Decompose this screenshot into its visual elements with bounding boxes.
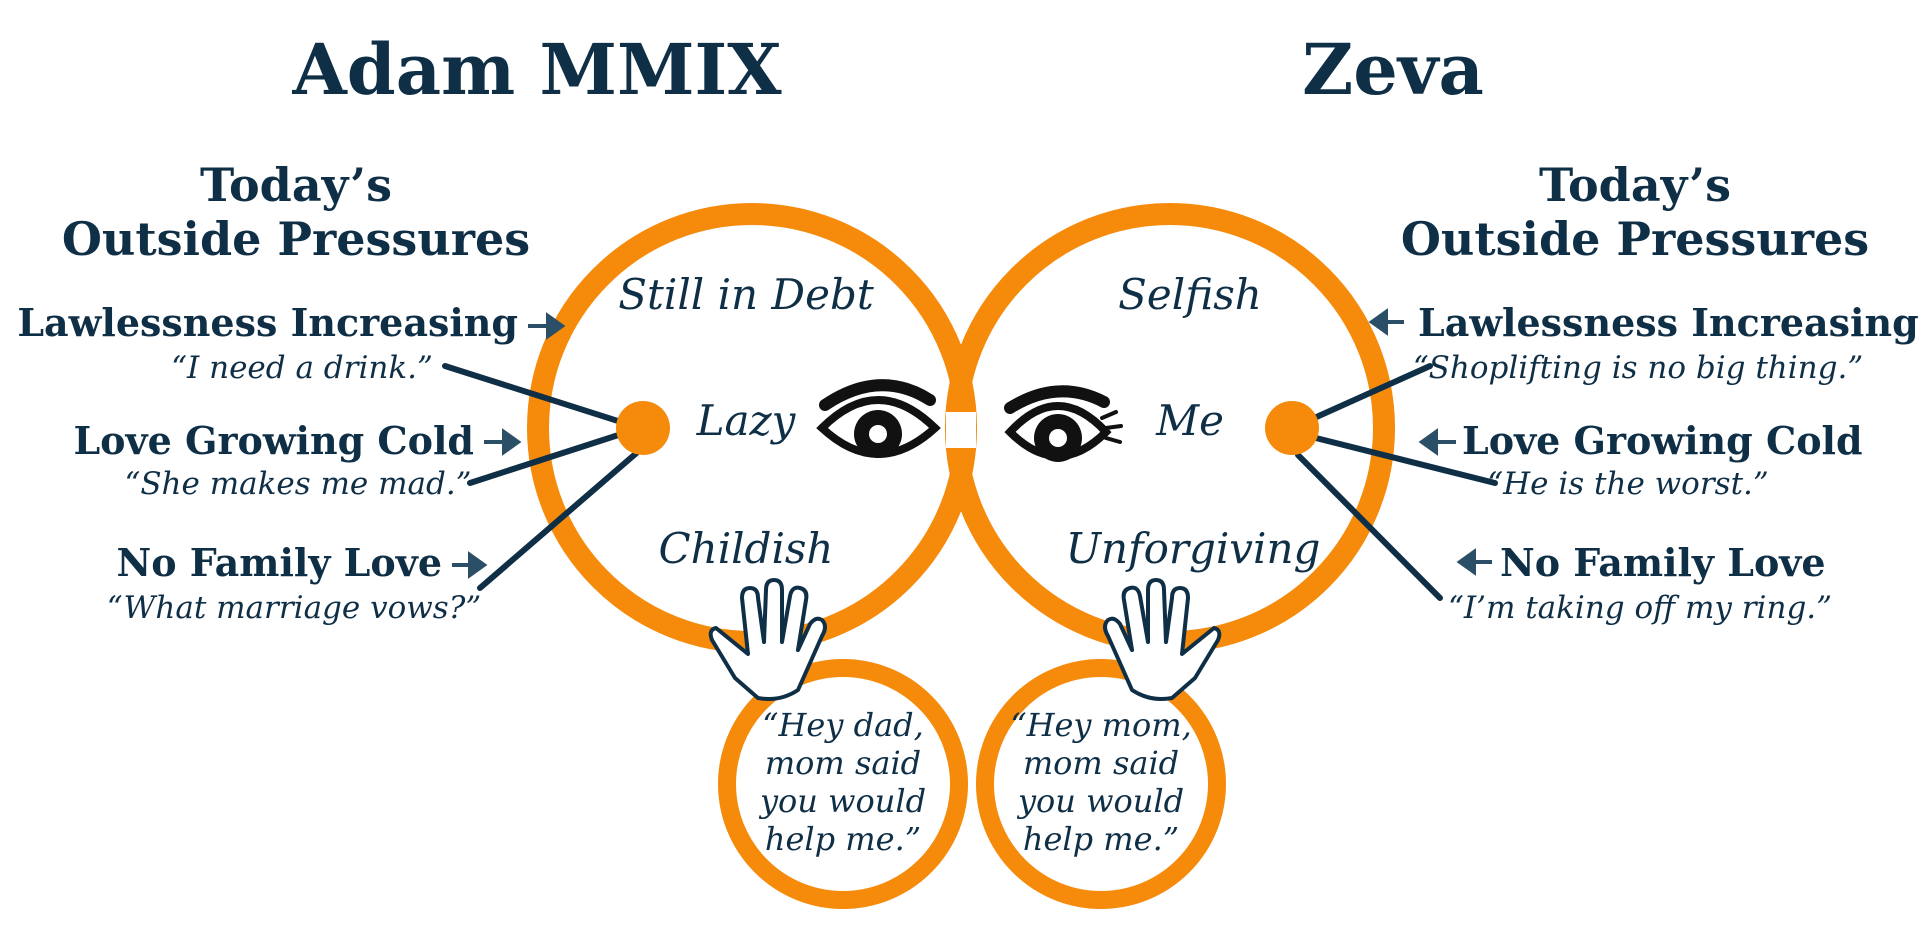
left-child-quote: “Hey dad, mom said you would help me.” <box>760 706 926 858</box>
left-subtitle-line1: Today’s <box>200 158 392 212</box>
left-trait: Lazy <box>696 396 796 445</box>
right-person-name: Zeva <box>1302 28 1484 111</box>
left-pressure-quote: “What marriage vows?” <box>106 590 482 626</box>
right-pressure-label: No Family Love <box>1500 540 1826 585</box>
child-quote-line: you would <box>759 782 927 820</box>
left-trait: Still in Debt <box>618 270 874 319</box>
left-pressure-label: No Family Love <box>116 540 442 585</box>
left-pressure-quote: “I need a drink.” <box>171 350 433 386</box>
child-quote-line: help me.” <box>1022 820 1180 858</box>
right-trait: Me <box>1156 396 1224 445</box>
left-pressure-label: Lawlessness Increasing <box>17 300 518 345</box>
left-trait: Childish <box>658 524 834 573</box>
right-hand-icon <box>1103 578 1222 701</box>
left-pressure-label: Love Growing Cold <box>73 418 474 463</box>
left-connector-lines <box>442 363 643 591</box>
right-subtitle: Today’s Outside Pressures <box>1401 158 1869 266</box>
right-pressure-quote: “He is the worst.” <box>1487 466 1769 502</box>
eye-icon <box>816 379 941 458</box>
child-quote-line: mom said <box>1022 744 1180 782</box>
left-hand-icon <box>708 578 827 701</box>
arrow-icon <box>452 312 566 579</box>
eye-with-lashes-icon <box>1004 385 1123 462</box>
right-child-circle <box>976 659 1226 909</box>
arrow-icon <box>1368 308 1492 576</box>
left-focus-dot <box>616 401 670 455</box>
child-quote-line: help me.” <box>764 820 922 858</box>
right-trait: Selfish <box>1118 270 1262 319</box>
right-pressure-label: Lawlessness Increasing <box>1418 300 1919 345</box>
left-child-circle <box>718 659 968 909</box>
right-pressure-quote: “Shoplifting is no big thing.” <box>1412 350 1864 386</box>
left-subtitle-line2: Outside Pressures <box>61 212 531 266</box>
left-person-name: Adam MMIX <box>292 28 782 111</box>
right-focus-dot <box>1265 401 1319 455</box>
right-pressure-label: Love Growing Cold <box>1462 418 1863 463</box>
right-trait: Unforgiving <box>1065 524 1321 573</box>
right-subtitle-line1: Today’s <box>1539 158 1731 212</box>
right-subtitle-line2: Outside Pressures <box>1400 212 1870 266</box>
child-quote-line: you would <box>1017 782 1185 820</box>
right-pressure-quote: “I’m taking off my ring.” <box>1448 590 1832 626</box>
left-pressure-quote: “She makes me mad.” <box>124 466 472 502</box>
child-quote-line: “Hey mom, <box>1010 706 1192 744</box>
left-subtitle: Today’s Outside Pressures <box>62 158 530 266</box>
child-quote-line: mom said <box>764 744 922 782</box>
right-child-quote: “Hey mom, mom said you would help me.” <box>1010 706 1192 858</box>
child-quote-line: “Hey dad, <box>762 706 924 744</box>
